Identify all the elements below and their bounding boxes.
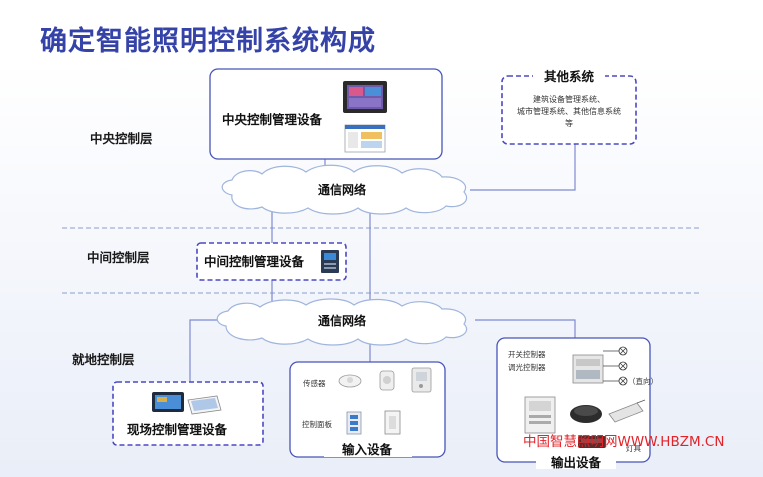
tablet-white-icon — [187, 395, 222, 415]
middle-control-box: 中间控制管理设备 — [196, 242, 347, 281]
input-devices-box: 传感器 控制面板 输入设备 — [289, 361, 446, 458]
switch-panel-icon — [384, 410, 401, 435]
middle-control-label: 中间控制管理设备 — [204, 254, 305, 269]
motor-controller-icon — [570, 405, 602, 423]
control-panel-icon — [346, 411, 362, 435]
output-circuit-note: （直向） — [628, 376, 658, 386]
tablet-icon — [152, 392, 184, 412]
page-title: 确定智能照明控制系统构成 — [40, 25, 376, 57]
layer-label-central: 中央控制层 — [90, 131, 153, 146]
field-control-label: 现场控制管理设备 — [127, 422, 228, 437]
ceiling-sensor-icon — [338, 374, 362, 388]
other-systems-line2: 城市管理系统、其他信息系统 — [517, 106, 621, 116]
output-circuit-note2: 灯具 — [626, 443, 641, 453]
touch-panel-icon — [343, 81, 387, 113]
controller-module-icon — [321, 250, 339, 273]
layer-label-local: 就地控制层 — [72, 352, 135, 367]
network-bottom-label: 通信网络 — [318, 313, 366, 328]
input-devices-label: 输入设备 — [342, 442, 393, 457]
motion-detector-icon — [411, 367, 432, 393]
lamp-circuit-icon — [603, 346, 628, 386]
other-systems-line3: 等 — [565, 118, 573, 128]
led-driver-icon — [608, 399, 646, 423]
other-systems-box: 其他系统 建筑设备管理系统、 城市管理系统、其他信息系统 等 — [501, 69, 637, 145]
network-cloud-top: 通信网络 — [221, 164, 468, 215]
dimmer-controller-icon — [572, 354, 604, 384]
input-panel-label: 控制面板 — [302, 419, 332, 429]
dimmer-unit-icon — [578, 436, 606, 448]
network-top-label: 通信网络 — [318, 182, 366, 197]
central-control-label: 中央控制管理设备 — [222, 112, 323, 127]
output-switch-label: 开关控制器 — [508, 349, 546, 359]
field-control-box: 现场控制管理设备 — [112, 381, 264, 446]
watermark-text: 中国智慧照明网WWW.HBZM.CN — [523, 434, 724, 450]
output-devices-label: 输出设备 — [551, 455, 602, 470]
connection-lines — [189, 144, 576, 382]
other-systems-title: 其他系统 — [544, 69, 595, 84]
output-dim-label: 调光控制器 — [508, 362, 546, 372]
other-systems-line1: 建筑设备管理系统、 — [533, 94, 605, 104]
wall-sensor-icon — [379, 370, 395, 391]
layer-label-middle: 中间控制层 — [87, 250, 150, 265]
monitor-software-icon — [344, 124, 386, 153]
output-devices-box: 开关控制器 调光控制器 （直向） — [496, 337, 658, 470]
input-sensor-label: 传感器 — [303, 378, 326, 388]
relay-module-icon — [524, 396, 556, 434]
central-control-box: 中央控制管理设备 — [209, 68, 443, 160]
network-cloud-bottom: 通信网络 — [216, 298, 468, 346]
